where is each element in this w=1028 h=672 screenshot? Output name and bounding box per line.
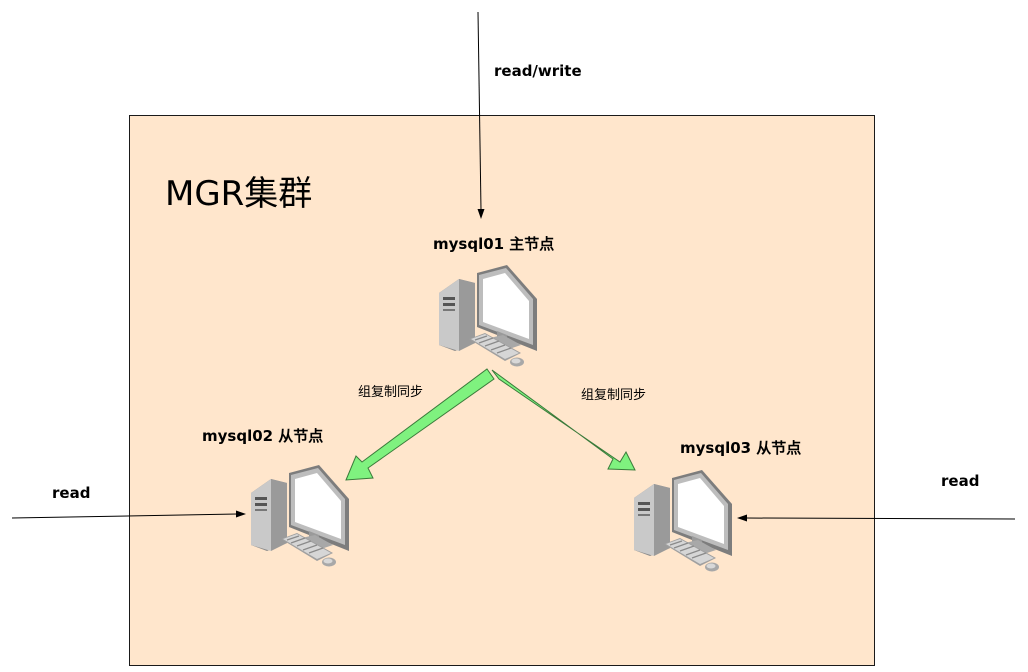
readwrite-arrow (477, 11, 485, 219)
replication-arrow-left (345, 368, 495, 481)
readwrite-label: read/write (494, 62, 582, 80)
cluster-container (129, 115, 875, 666)
replication-label-right: 组复制同步 (581, 388, 646, 403)
read-arrow-left (11, 510, 246, 519)
read-label-left: read (52, 484, 90, 502)
read-label-right: read (941, 472, 979, 490)
replication-arrow-right (491, 369, 636, 471)
secondary-left-node-label: mysql02 从节点 (202, 427, 323, 445)
primary-node-label: mysql01 主节点 (433, 235, 554, 253)
cluster-title: MGR集群 (165, 174, 312, 214)
secondary-right-node-label: mysql03 从节点 (680, 439, 801, 457)
replication-label-left: 组复制同步 (358, 385, 423, 400)
read-arrow-right (737, 514, 1016, 522)
